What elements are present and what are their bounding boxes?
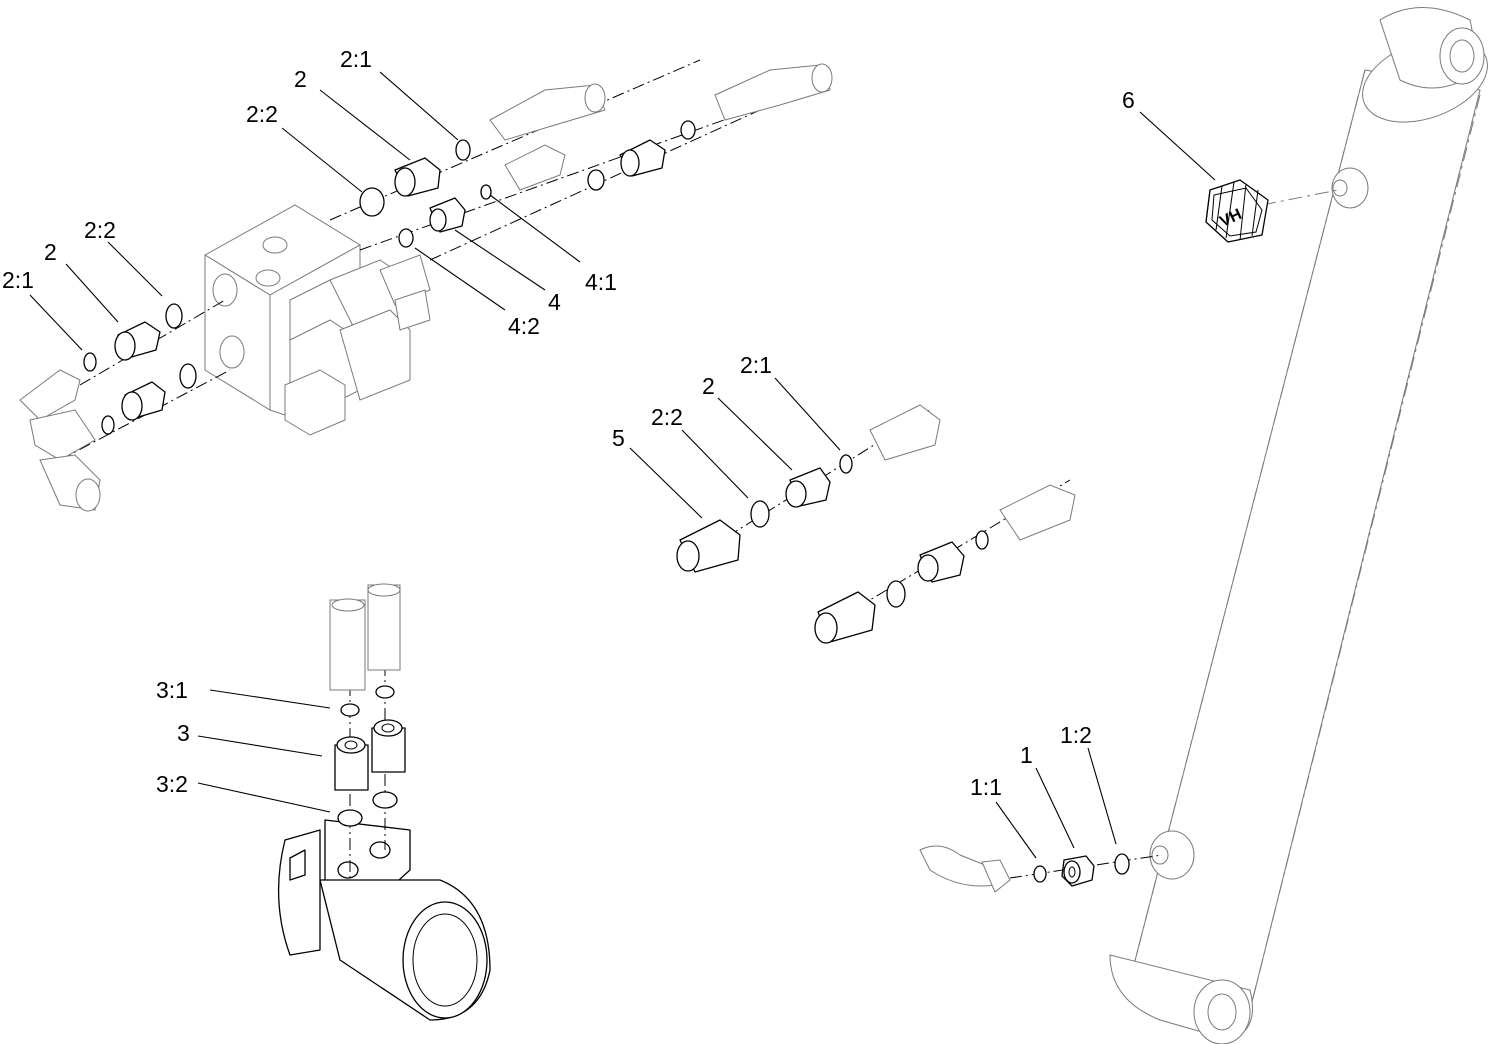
callout-1-1: 1:1 xyxy=(970,774,1002,800)
quick-coupler-lower xyxy=(814,479,1076,644)
hydraulic-motor xyxy=(277,819,491,1021)
fitting-1-assembly xyxy=(919,845,1163,893)
callout-2-2-left: 2:2 xyxy=(84,217,116,243)
breather-cap: VH xyxy=(1205,179,1339,243)
callout-2-1-mid: 2:1 xyxy=(740,352,772,378)
callout-2-left: 2 xyxy=(44,239,57,265)
callout-2-2-mid: 2:2 xyxy=(651,404,683,430)
callout-4-2: 4:2 xyxy=(508,313,540,339)
callout-labels: 2:1 2 2:2 4:1 4 4:2 2:2 2 2:1 6 2:1 2 2:… xyxy=(2,46,1135,800)
callout-2-2-top: 2:2 xyxy=(246,101,278,127)
callout-1-2: 1:2 xyxy=(1060,722,1092,748)
callout-4-1: 4:1 xyxy=(585,269,617,295)
quick-coupler-upper xyxy=(676,404,941,573)
callout-2-1-top: 2:1 xyxy=(340,46,372,72)
callout-3-1: 3:1 xyxy=(156,677,188,703)
callout-2-top: 2 xyxy=(294,66,307,92)
callout-1: 1 xyxy=(1020,742,1033,768)
callout-6: 6 xyxy=(1122,87,1135,113)
callout-3: 3 xyxy=(177,720,190,746)
callout-5: 5 xyxy=(612,425,625,451)
callout-4: 4 xyxy=(548,289,561,315)
hydraulic-cylinder xyxy=(1109,7,1488,1044)
leader-lines xyxy=(29,71,1216,859)
callout-2-mid: 2 xyxy=(702,373,715,399)
callout-3-2: 3:2 xyxy=(156,771,188,797)
manifold-top-fittings xyxy=(329,59,833,261)
manifold-left-fittings xyxy=(19,299,231,512)
callout-2-1-left: 2:1 xyxy=(2,267,34,293)
valve-manifold-block xyxy=(204,204,431,436)
motor-fittings xyxy=(329,583,406,880)
